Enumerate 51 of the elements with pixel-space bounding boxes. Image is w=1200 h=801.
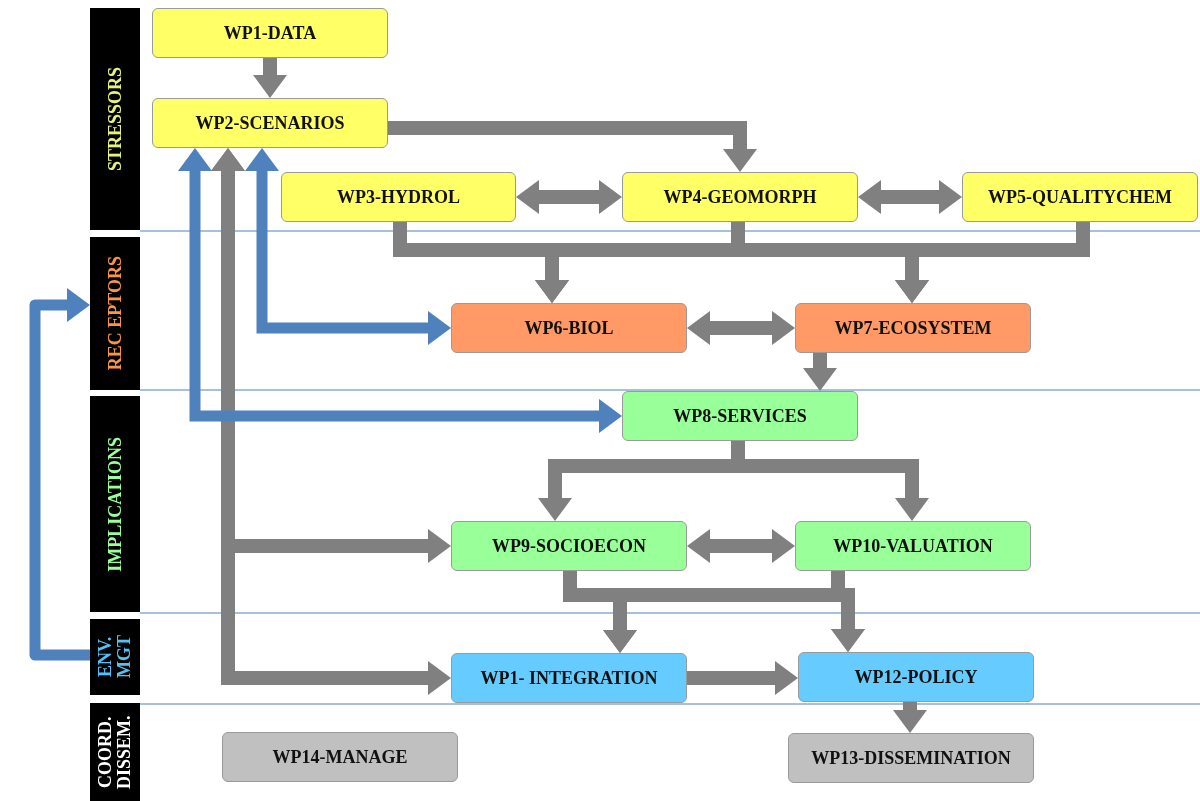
arrow	[253, 58, 287, 98]
category-band	[90, 237, 140, 390]
box-label: WP13-DISSEMINATION	[811, 747, 1011, 769]
box-label: WP6-BIOL	[524, 317, 614, 339]
work-package-box	[788, 733, 1034, 783]
arrow	[893, 702, 927, 733]
work-package-box	[795, 521, 1031, 571]
band-label: ENV. MGT	[96, 634, 134, 681]
box-label: WP8-SERVICES	[673, 405, 807, 427]
arrow	[687, 661, 798, 695]
arrow	[178, 148, 622, 433]
work-package-box	[451, 521, 687, 571]
work-package-box	[152, 8, 388, 58]
box-label: WP5-QUALITYCHEM	[988, 186, 1172, 208]
work-package-box	[152, 98, 388, 148]
box-label: WP4-GEOMORPH	[663, 186, 817, 208]
arrow	[858, 180, 962, 214]
arrow	[29, 288, 90, 661]
box-label: WP2-SCENARIOS	[195, 112, 345, 134]
work-package-box	[622, 391, 858, 441]
work-package-box	[962, 172, 1198, 222]
work-package-box	[451, 653, 687, 703]
category-band	[90, 396, 140, 612]
box-label: WP12-POLICY	[854, 666, 978, 688]
work-package-box	[451, 303, 687, 353]
box-label: WP3-HYDROL	[337, 186, 460, 208]
band-label: COORD. DISSEM.	[96, 714, 134, 791]
work-package-box	[795, 303, 1031, 353]
category-band	[90, 703, 140, 801]
work-package-box	[622, 172, 858, 222]
work-package-box	[222, 732, 458, 782]
box-label: WP7-ECOSYSTEM	[834, 317, 992, 339]
arrow	[803, 353, 837, 391]
arrow	[211, 148, 451, 695]
category-band	[90, 8, 140, 230]
category-band	[90, 619, 140, 695]
box-label: WP9-SOCIOECON	[492, 535, 646, 557]
box-label: WP1-DATA	[223, 22, 317, 44]
arrow	[687, 529, 795, 563]
arrow	[687, 311, 795, 345]
box-label: WP14-MANAGE	[272, 746, 408, 768]
band-label: REC EPTORS	[105, 256, 125, 371]
arrow	[245, 148, 451, 345]
arrow	[388, 121, 757, 172]
box-label: WP1- INTEGRATION	[480, 667, 658, 689]
arrow	[516, 180, 622, 214]
band-label: STRESSORS	[105, 66, 125, 172]
band-label: IMPLICATIONS	[105, 436, 125, 572]
work-package-box	[281, 172, 516, 222]
work-package-box	[798, 652, 1034, 702]
box-label: WP10-VALUATION	[833, 535, 993, 557]
